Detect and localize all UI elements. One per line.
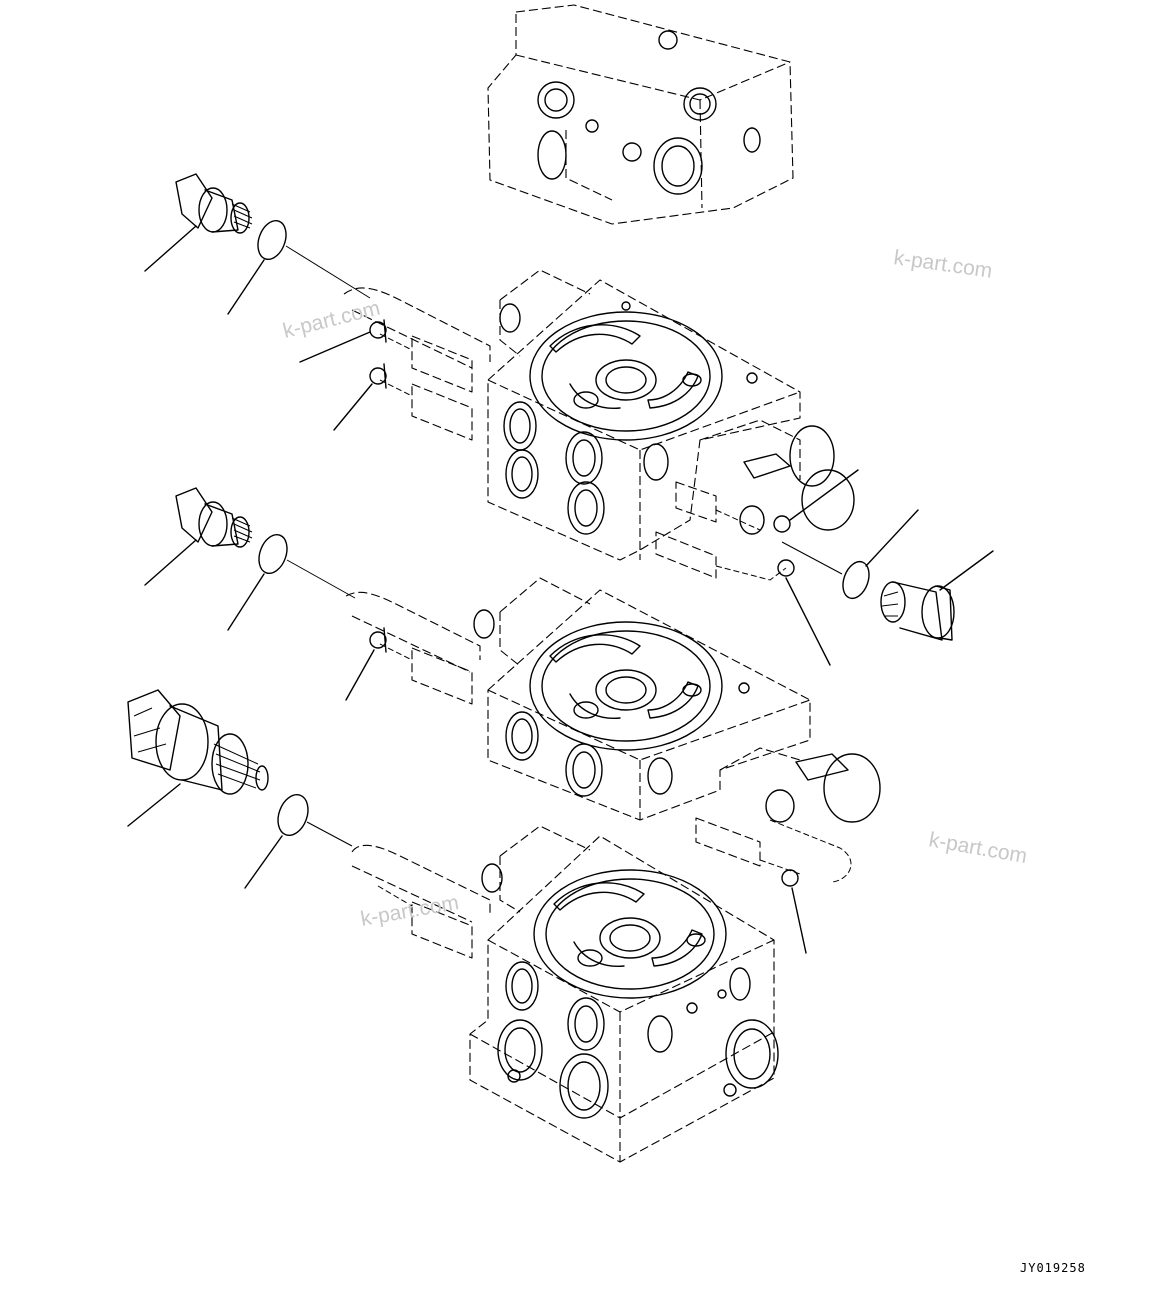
pressure-sensor-right [880,550,994,641]
assembly-leader-upper [285,245,371,299]
callouts-section-1 [299,331,859,666]
watermark-1: k-part.com [892,246,993,283]
watermark-2: k-part.com [281,297,383,343]
relief-valve-lower [127,689,269,827]
o-ring-right [842,509,919,600]
o-ring-lower [244,793,309,889]
valve-section-3 [351,825,779,1163]
watermark-3: k-part.com [927,828,1029,868]
valve-section-1 [343,269,855,581]
o-ring-middle [227,533,288,631]
pressure-sensor-middle [144,487,253,586]
assembly-leader-middle [286,559,356,599]
o-ring-upper [227,219,287,315]
pressure-sensor-upper [144,173,253,272]
callouts-section-2 [345,649,807,954]
cover-block [487,4,794,225]
watermark-4: k-part.com [359,891,461,931]
drawing-code: JY019258 [1020,1261,1086,1275]
assembly-leader-right [781,541,843,575]
assembly-leader-lower [306,821,353,847]
valve-section-2 [345,577,881,887]
